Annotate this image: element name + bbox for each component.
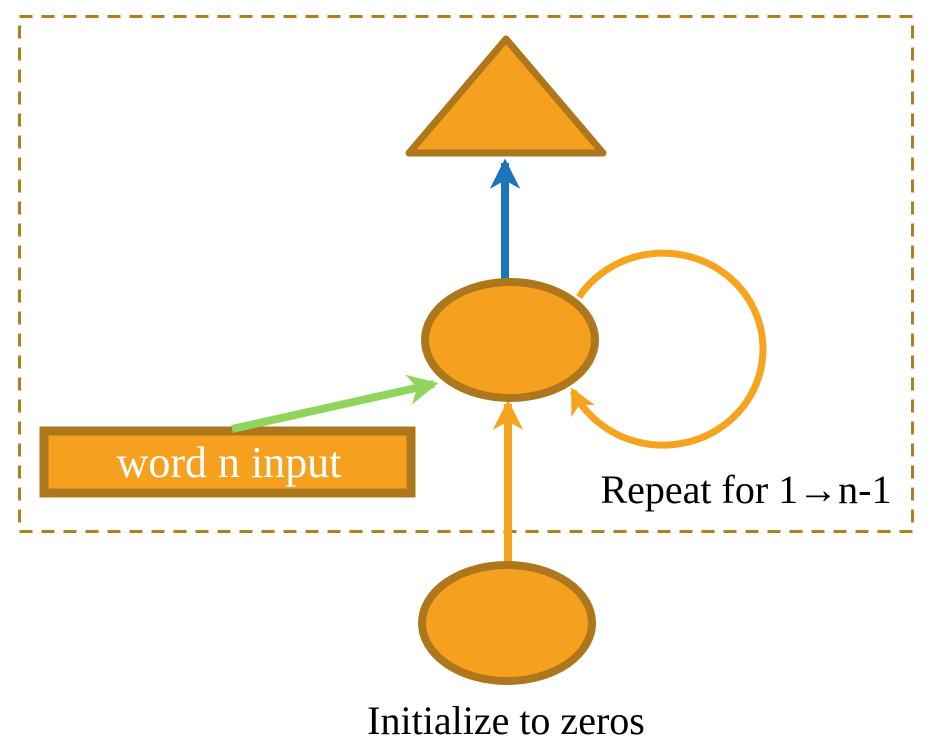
word-input-label: word n input: [117, 438, 342, 487]
output-triangle: [405, 35, 607, 157]
initialize-note: Initialize to zeros: [367, 698, 645, 743]
initial-state-node: [418, 561, 596, 685]
hidden-state-node: [421, 278, 599, 402]
self-loop-arrow: [569, 249, 767, 449]
input-arrow: [231, 374, 439, 433]
repeat-boundary: [18, 15, 914, 533]
repeat-note: Repeat for 1→n-1: [600, 467, 891, 512]
word-input-box: [39, 426, 416, 498]
